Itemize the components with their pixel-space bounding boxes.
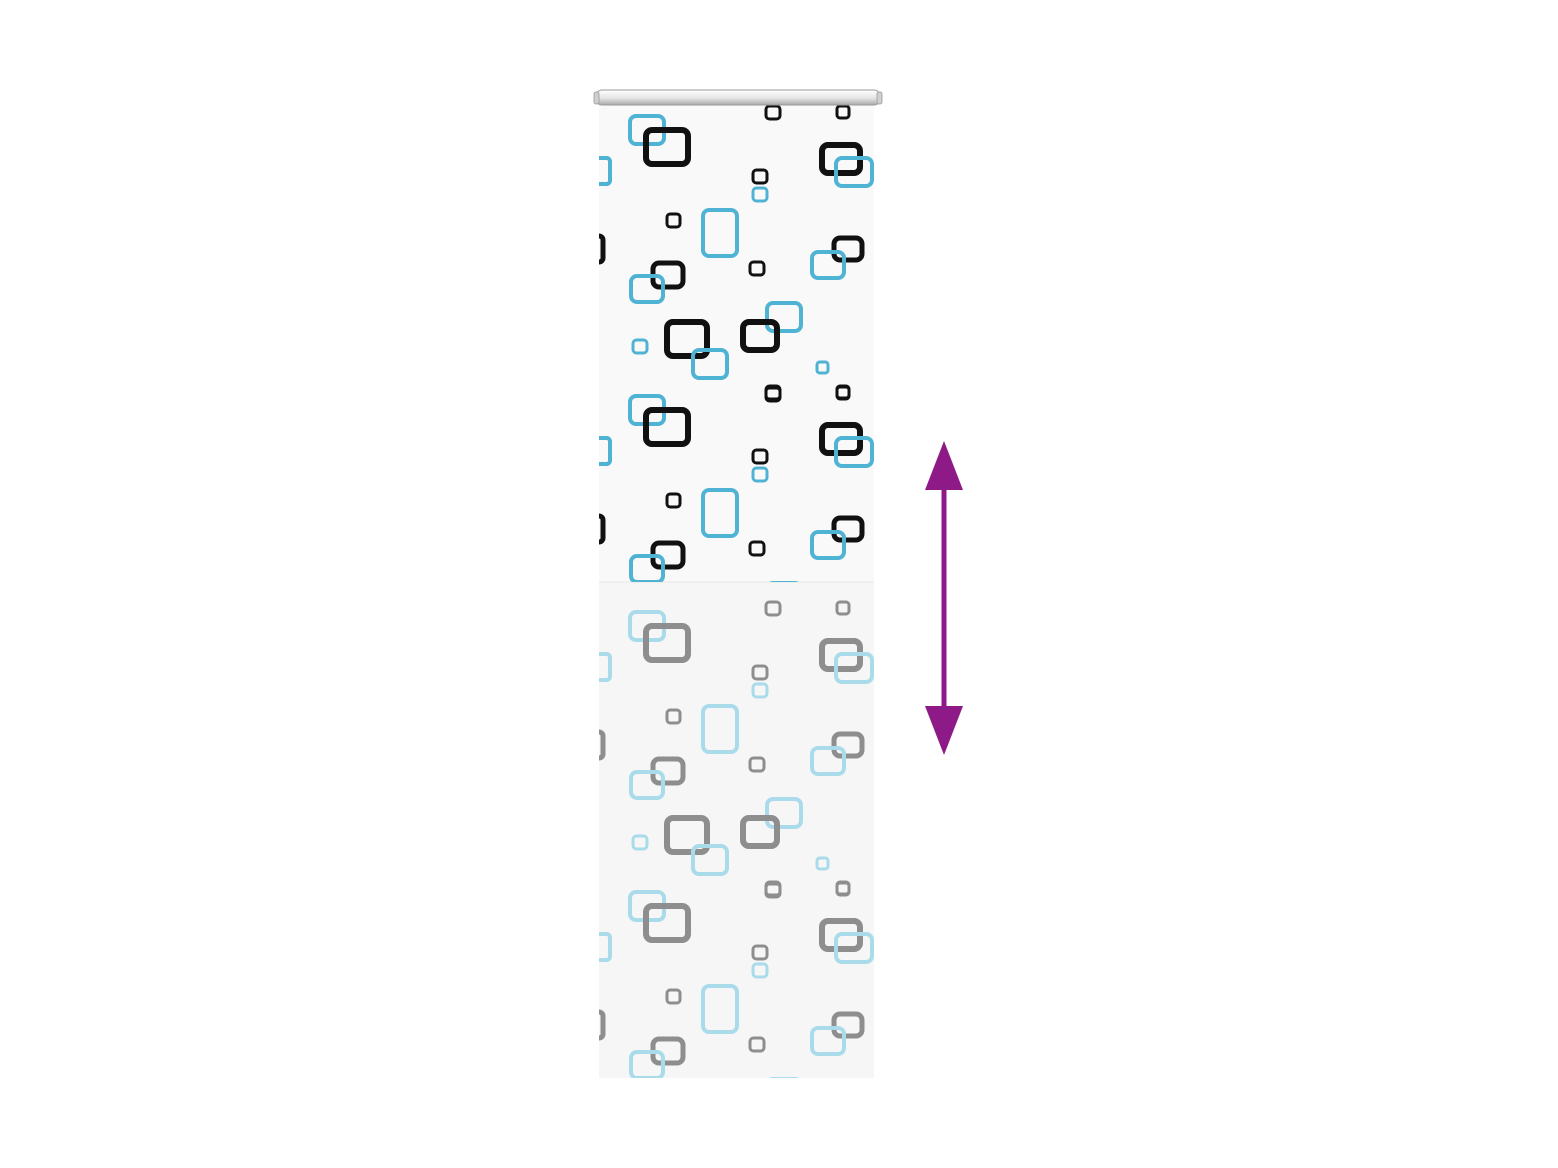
pattern-square-dark [835,880,851,896]
pattern-square-dark [831,515,865,543]
pattern-square-dark [831,1011,865,1039]
pattern-square-dark [837,1163,849,1168]
pattern-square-dark [831,731,865,759]
pattern-upper [599,104,874,582]
pattern-square-dark [665,708,682,725]
pattern-square-blue [629,1050,665,1078]
pattern-square-blue [691,348,729,380]
pattern-square-dark [748,756,766,773]
pattern-square-blue [701,488,739,538]
pattern-square-blue [751,682,769,699]
pattern-square-dark [835,104,851,120]
pattern-square-blue [631,834,649,851]
pattern-square-dark [835,384,851,400]
double-headed-vertical-arrow-icon [925,441,963,755]
pattern-square-blue [701,984,739,1034]
pattern-square-blue [810,250,846,280]
pattern-square-dark [665,212,682,229]
pattern-lower [599,600,874,1168]
pattern-square-dark [748,540,766,557]
pattern-square-blue [599,932,612,962]
pattern-square-dark [831,235,865,263]
pattern-square-dark [643,623,691,663]
pattern-square-dark [764,880,782,897]
pattern-square-dark [667,1098,707,1132]
pattern-square-dark [665,988,682,1005]
roller-bar [593,89,883,106]
pattern-square-blue [817,1138,828,1149]
pattern-square-blue [701,704,739,754]
pattern-square-dark [764,384,782,401]
pattern-square-blue [751,186,769,203]
pattern-square-dark [748,260,766,277]
pattern-square-blue [834,436,874,468]
pattern-square-dark [748,1036,766,1053]
pattern-square-dark [751,448,769,465]
pattern-square-blue [629,554,665,582]
pattern-square-blue [834,932,874,964]
pattern-square-blue [751,962,769,979]
pattern-square-blue [810,746,846,776]
pattern-square-dark [740,815,780,849]
pattern-square-blue [834,652,874,684]
pattern-square-dark [643,127,691,167]
pattern-square-dark [751,944,769,961]
pattern-square-dark [643,903,691,943]
pattern-square-dark [664,319,710,359]
pattern-square-dark [665,492,682,509]
pattern-square-dark [599,233,606,265]
pattern-square-blue [691,844,729,876]
pattern-square-blue [629,274,665,304]
pattern-square-dark [751,664,769,681]
pattern-square-blue [765,301,803,333]
pattern-square-dark [766,1164,780,1168]
pattern-square-blue [629,770,665,800]
pattern-square-blue [633,1116,647,1129]
pattern-square-blue [599,652,612,682]
pattern-square-blue [751,466,769,483]
pattern-square-blue [810,530,846,560]
pattern-square-dark [740,319,780,353]
pattern-square-blue [815,360,830,375]
pattern-square-dark [743,1098,777,1126]
pattern-square-dark [599,1009,606,1041]
pattern-square-blue [834,156,874,188]
pattern-square-blue [599,436,612,466]
pattern-square-dark [643,407,691,447]
pattern-square-blue [765,797,803,829]
pattern-square-blue [631,338,649,355]
pattern-square-blue [693,1126,727,1154]
pattern-square-blue [815,856,830,871]
pattern-square-blue [701,208,739,258]
pattern-square-dark [835,600,851,616]
pattern-square-dark [751,168,769,185]
pattern-square-blue [769,1077,799,1078]
pattern-square-dark [599,729,606,761]
pattern-square-dark [764,600,782,617]
pattern-square-dark [664,815,710,855]
pattern-square-dark [599,513,606,545]
pattern-square-blue [599,156,612,186]
pattern-square-blue [810,1026,846,1056]
pattern-square-dark [764,104,782,121]
